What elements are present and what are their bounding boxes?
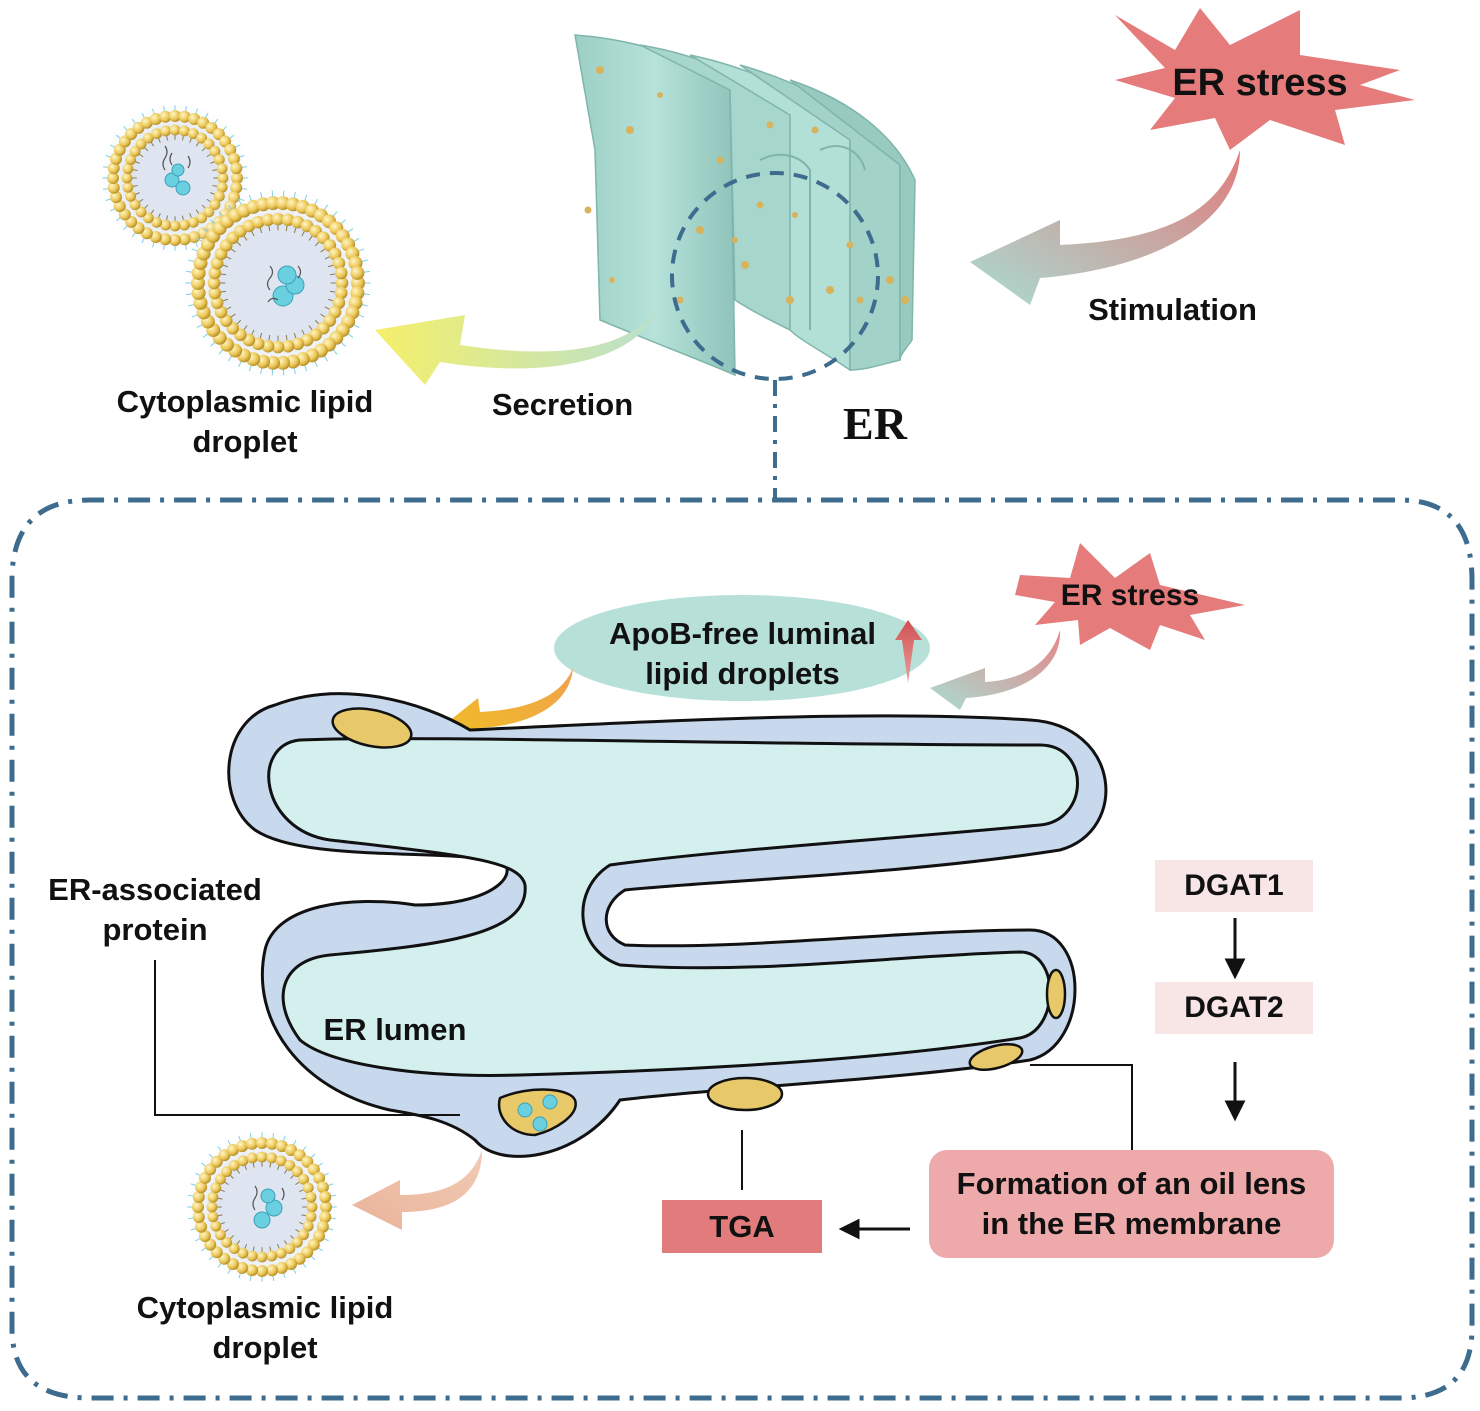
cyto-droplets-top (95, 98, 378, 383)
zoom-circle (670, 171, 880, 381)
secretion-arrow (375, 305, 660, 385)
cyto-droplet-top-label-line2: droplet (192, 424, 298, 459)
er-title: ER (843, 398, 907, 449)
apob-ellipse (554, 595, 930, 701)
stimulation-arrow-inner (930, 630, 1061, 710)
oil-lens-label-line1: Formation of an oil lens (956, 1166, 1307, 1201)
tga-box: TGA (662, 1200, 822, 1253)
er-assoc-label-line1: ER-associated (48, 872, 262, 907)
apob-label-line2: lipid droplets (645, 656, 840, 691)
er-assoc-label-line2: protein (102, 912, 208, 947)
er-stress-label-inner: ER stress (1060, 579, 1200, 612)
er-cisterna (227, 692, 1108, 1158)
er-stress-label-top: ER stress (1172, 62, 1348, 104)
dgat1-box: DGAT1 (1155, 860, 1313, 912)
er-lumen-label: ER lumen (323, 1012, 467, 1047)
er-3d-stack (574, 34, 916, 377)
secretion-label: Secretion (491, 387, 634, 422)
luminal-release-arrow (438, 668, 573, 745)
cyto-droplet-top-label-line1: Cytoplasmic lipid (116, 384, 374, 419)
stimulation-arrow (970, 150, 1240, 305)
increase-arrow (895, 620, 922, 683)
oil-lens-connector (1030, 1064, 1133, 1150)
oil-lens-label-line2: in the ER membrane (981, 1206, 1282, 1241)
cyto-droplet-bottom-label-line1: Cytoplasmic lipid (136, 1290, 394, 1325)
cyto-droplet-bottom (182, 1127, 342, 1287)
stimulation-label: Stimulation (1088, 292, 1257, 327)
zoom-frame (9, 497, 1475, 1401)
er-stress-star-top (1115, 8, 1415, 150)
apob-label-line1: ApoB-free luminal (609, 616, 876, 651)
dgat2-box: DGAT2 (1155, 982, 1313, 1034)
er-stress-star-inner (1015, 543, 1245, 650)
cyto-droplet-bottom-label-line2: droplet (212, 1330, 318, 1365)
oil-lens-box: Formation of an oil lens in the ER membr… (929, 1150, 1334, 1258)
secretion-arrow-bottom (352, 1150, 482, 1230)
lens-cargo (517, 1094, 558, 1132)
dgat-arrows (838, 918, 1246, 1240)
er-assoc-connector (154, 960, 460, 1116)
